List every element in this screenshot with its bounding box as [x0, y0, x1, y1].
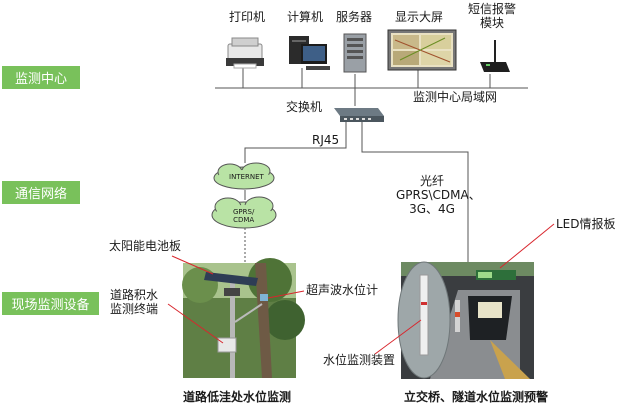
sms-module-icon: [480, 40, 510, 72]
roadside-photo: [182, 258, 305, 378]
rj45-link: [244, 122, 347, 163]
water-device-pointer: [374, 319, 422, 355]
solar-pointer: [171, 255, 214, 275]
section-communication: 通信网络: [2, 181, 80, 204]
lan-label: 监测中心局域网: [413, 90, 498, 104]
caption-right: 立交桥、隧道水位监测预警: [404, 390, 549, 404]
gprs-cdma-label: GPRS/ CDMA: [233, 208, 255, 224]
ultrasonic-label: 超声波水位计: [306, 283, 379, 297]
solar-panel-label: 太阳能电池板: [109, 239, 182, 253]
internet-cloud: [213, 162, 275, 190]
printer-label: 打印机: [229, 10, 266, 24]
section-field: 现场监测设备: [2, 292, 99, 315]
rj45-label: RJ45: [312, 133, 340, 147]
switch-icon: [334, 108, 384, 122]
gprs-cdma-cloud: [211, 196, 277, 229]
section-monitoring-center: 监测中心: [2, 66, 80, 89]
computer-label: 计算机: [287, 10, 324, 24]
ultrasonic-pointer: [267, 290, 305, 299]
internet-label: INTERNET: [229, 173, 264, 181]
led-pointer: [499, 223, 555, 269]
display-label: 显示大屏: [395, 10, 444, 24]
terminal-label: 道路积水 监测终端: [110, 288, 159, 316]
tunnel-photo: [397, 261, 534, 379]
fiber-link: [361, 122, 469, 262]
terminal-pointer: [167, 303, 224, 344]
server-label: 服务器: [336, 10, 373, 24]
led-board-label: LED情报板: [556, 217, 616, 231]
computer-icon: [289, 36, 330, 70]
right-network-label: 光纤 GPRS\CDMA、 3G、4G: [396, 174, 481, 216]
server-icon: [343, 33, 367, 73]
display-icon: [387, 29, 457, 71]
water-device-label: 水位监测装置: [323, 353, 396, 367]
printer-icon: [226, 37, 264, 69]
sms-module-label: 短信报警 模块: [468, 2, 517, 30]
switch-label: 交换机: [286, 100, 323, 114]
caption-left: 道路低洼处水位监测: [183, 390, 292, 404]
